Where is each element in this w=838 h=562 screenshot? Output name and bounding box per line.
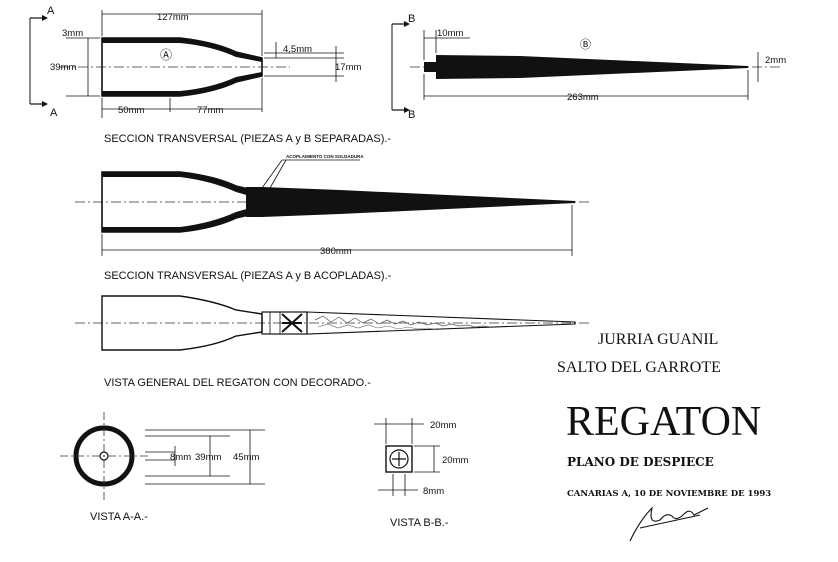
section-a-top-label: A <box>47 5 55 17</box>
dim-127-label: 127mm <box>157 12 189 23</box>
view-b-dim-top: 20mm <box>430 420 456 431</box>
dim-263-label: 263mm <box>567 92 599 103</box>
general-view <box>75 295 590 351</box>
dim-17-label: 17mm <box>335 62 361 73</box>
view-a-dim-45: 45mm <box>233 452 259 463</box>
spike-decoration <box>314 315 492 328</box>
section-b-bottom-label: B <box>408 109 415 121</box>
section-b-top-label: B <box>408 13 415 25</box>
collar-ornament <box>281 313 303 333</box>
general-spike-outline <box>306 311 576 335</box>
dim-380-label: 380mm <box>320 246 352 257</box>
section-a-bottom-label: A <box>50 107 58 119</box>
piece-b-spike <box>424 55 748 79</box>
title-date-line: CANARIAS A, 10 DE NOVIEMBRE DE 1993 <box>567 489 771 499</box>
caption-section-separated: SECCION TRANSVERSAL (PIEZAS A y B SEPARA… <box>104 133 391 145</box>
dim-2-label: 2mm <box>765 55 786 66</box>
view-a-a: 8mm 39mm 45mm <box>60 412 265 500</box>
view-b-dim-bottom: 8mm <box>423 486 444 497</box>
piece-b-marker: Ⓑ <box>580 38 591 51</box>
coupled-spike <box>246 187 575 217</box>
title-block: JURRIA GUANIL SALTO DEL GARROTE REGATON … <box>557 331 771 542</box>
piece-b-section: Ⓑ B B 10mm 263mm 2mm <box>391 13 786 121</box>
title-line-2: SALTO DEL GARROTE <box>557 359 721 376</box>
view-b-b: 20mm 20mm 8mm <box>374 418 468 497</box>
section-a-top-arrowhead <box>42 15 48 21</box>
signature <box>629 506 709 542</box>
section-b-top-arrowhead <box>404 21 410 27</box>
view-b-square <box>385 445 413 473</box>
dim-77-label: 77mm <box>197 105 223 116</box>
section-a-bottom-arrowhead <box>42 101 48 107</box>
view-a-dim-39: 39mm <box>195 452 221 463</box>
title-line-1: JURRIA GUANIL <box>598 331 718 348</box>
dim-50-label: 50mm <box>118 105 144 116</box>
weld-note: ACOPLAMIENTO CON SOLDADURA <box>286 154 364 159</box>
piece-a-bottom-wall <box>102 72 262 96</box>
piece-a-top-wall <box>102 38 262 62</box>
caption-section-coupled: SECCION TRANSVERSAL (PIEZAS A y B ACOPLA… <box>104 270 392 282</box>
title-subtitle: PLANO DE DESPIECE <box>567 455 714 469</box>
coupled-section: ACOPLAMIENTO CON SOLDADURA 380mm <box>75 154 590 257</box>
dim-10-label: 10mm <box>437 28 463 39</box>
caption-view-a: VISTA A-A.- <box>90 511 148 523</box>
view-b-dim-side: 20mm <box>442 455 468 466</box>
piece-a-section: Ⓐ A A 127mm 3mm 39mm 50mm 77mm 4,5mm <box>29 5 361 119</box>
dim-39-label: 39mm <box>50 62 76 73</box>
piece-a-marker: Ⓐ <box>160 48 172 62</box>
view-a-dim-8: 8mm <box>170 452 191 463</box>
section-b-bottom-arrowhead <box>404 107 410 113</box>
caption-view-b: VISTA B-B.- <box>390 517 449 529</box>
caption-general-view: VISTA GENERAL DEL REGATON CON DECORADO.- <box>104 377 371 389</box>
dim-4-5-label: 4,5mm <box>283 44 312 55</box>
dim-3-label: 3mm <box>62 28 83 39</box>
title-regaton: REGATON <box>566 399 761 445</box>
